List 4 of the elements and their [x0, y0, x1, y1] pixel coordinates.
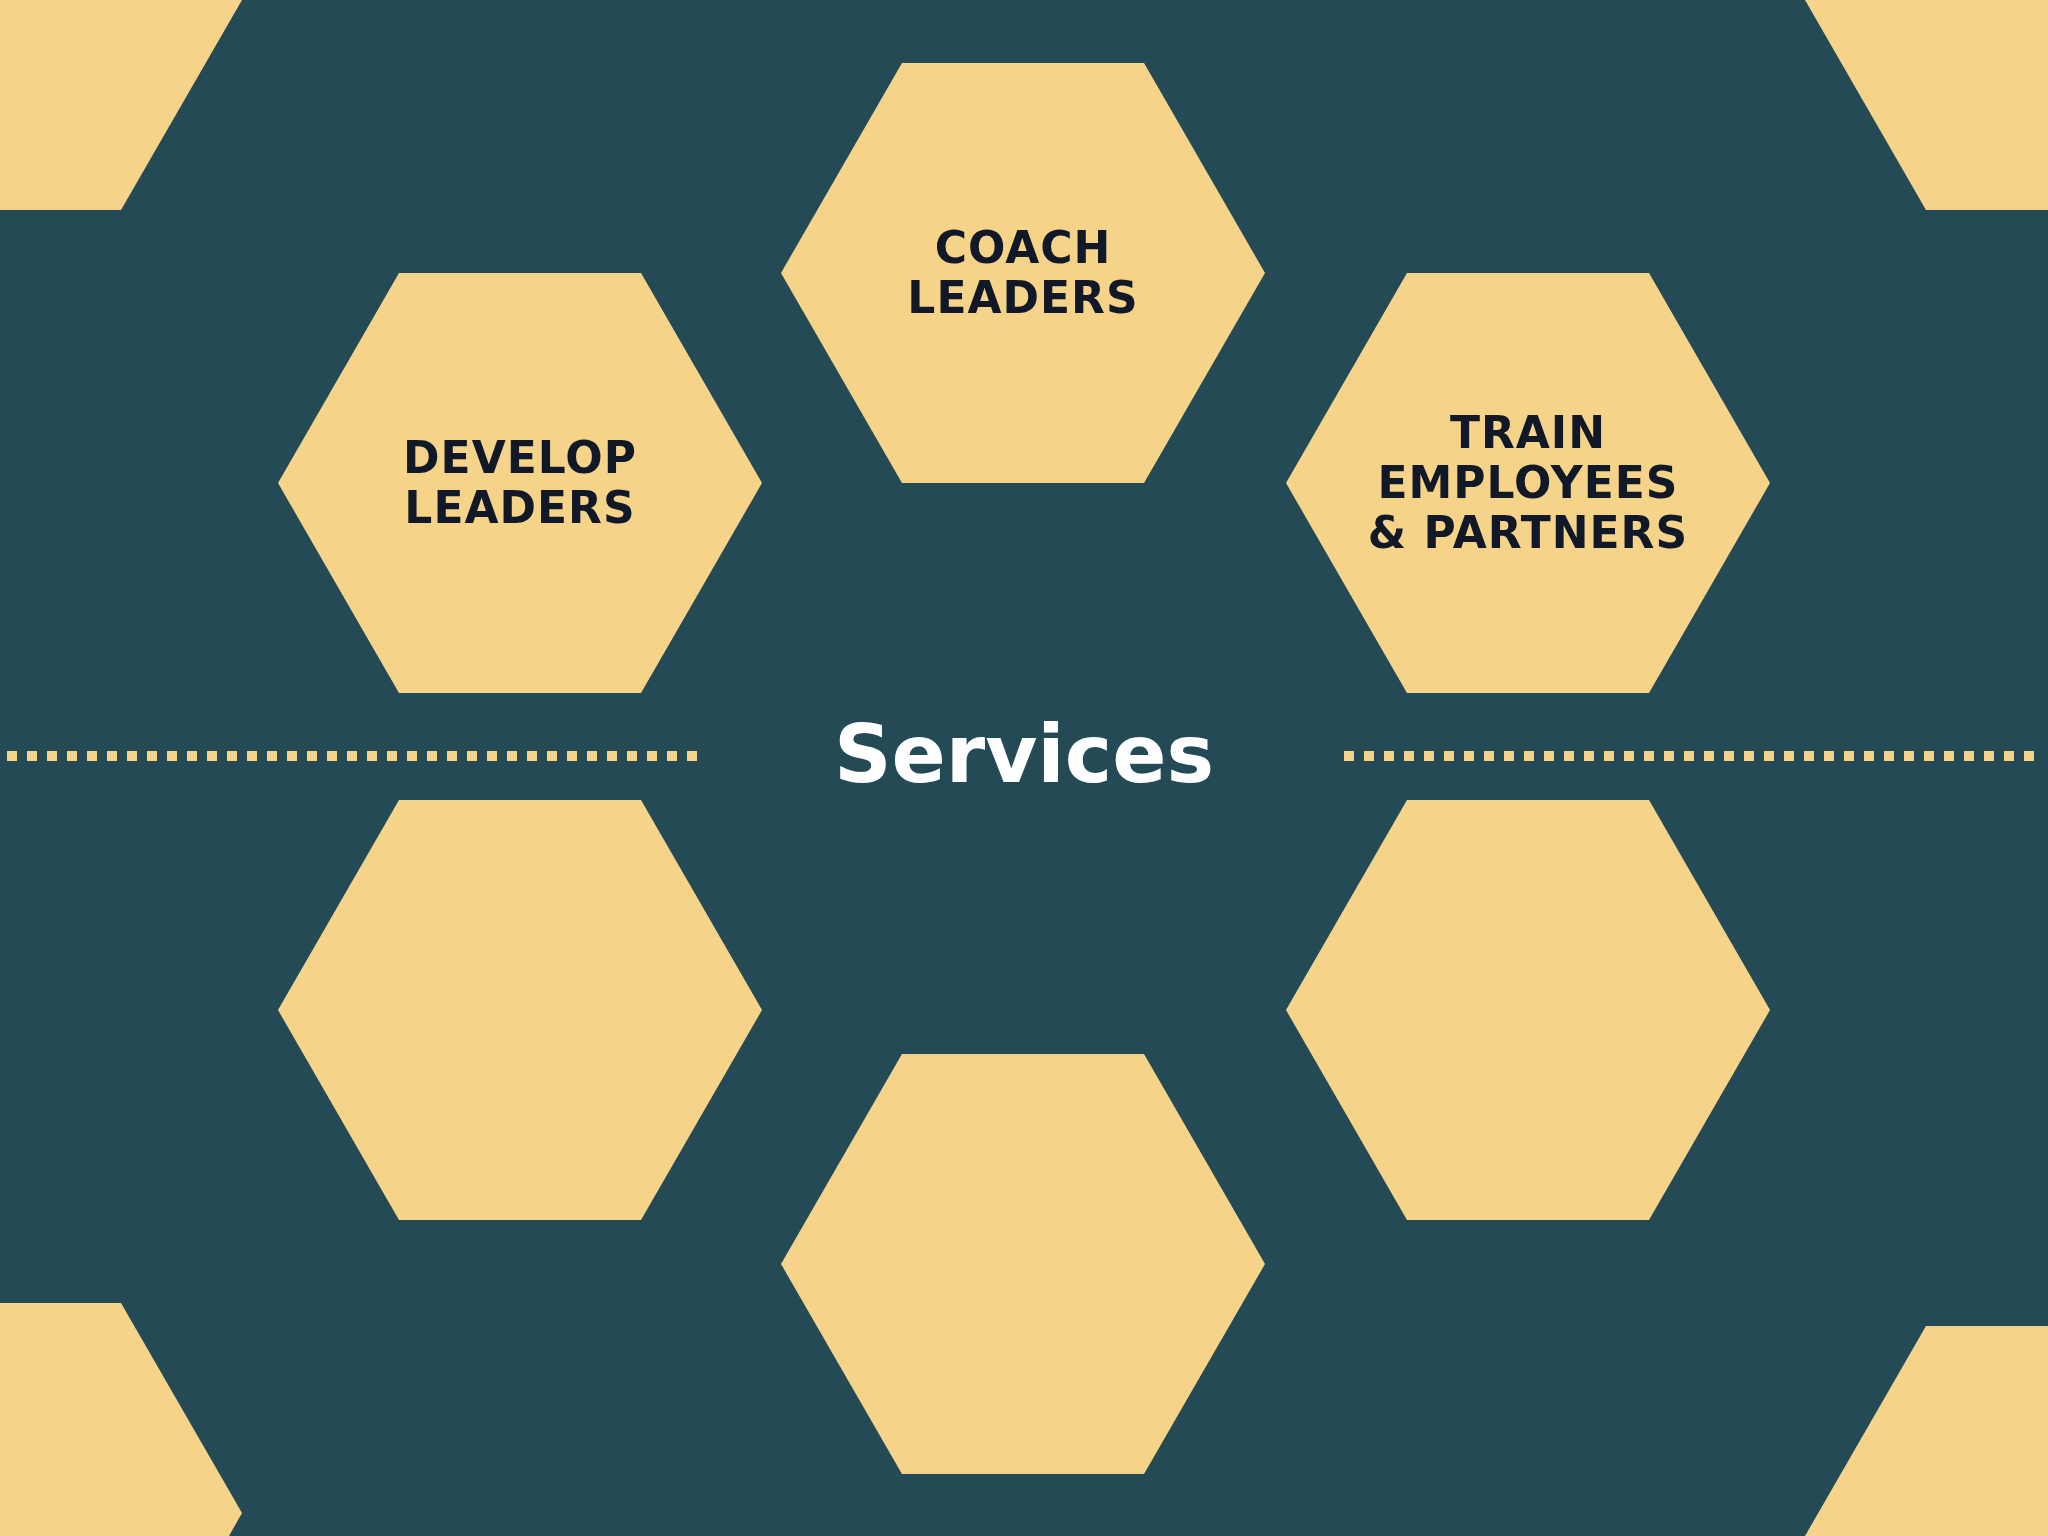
service-label: TRAIN EMPLOYEES & PARTNERS [1366, 408, 1690, 558]
service-label: DEVELOP LEADERS [402, 433, 638, 533]
service-label: COACH LEADERS [906, 223, 1140, 323]
title: Services [832, 708, 1216, 801]
